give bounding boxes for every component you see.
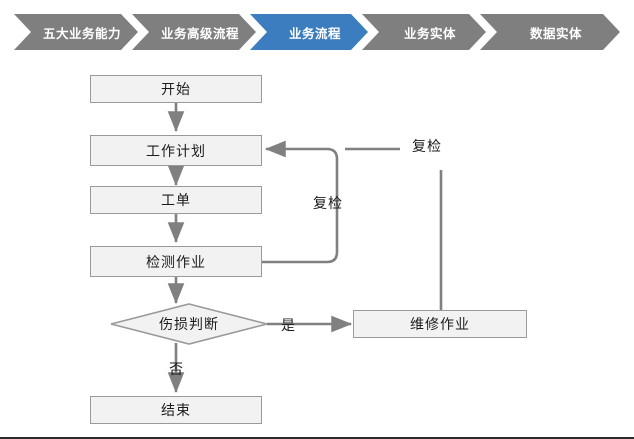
node-start-label: 开始 — [161, 81, 191, 97]
node-inspection[interactable]: 检测作业 — [90, 246, 262, 277]
edge-label-recheck-inspection: 复检 — [313, 195, 343, 211]
node-workorder[interactable]: 工单 — [90, 186, 262, 214]
edge-label-no: 否 — [169, 361, 184, 377]
node-start[interactable]: 开始 — [90, 75, 262, 103]
node-workorder-label: 工单 — [161, 192, 191, 208]
node-workplan-label: 工作计划 — [146, 142, 206, 159]
node-workplan[interactable]: 工作计划 — [90, 135, 262, 166]
edge-label-yes: 是 — [281, 317, 296, 333]
node-decision-label: 伤损判断 — [159, 316, 219, 332]
edge-label-recheck-repair: 复检 — [412, 138, 442, 154]
node-end[interactable]: 结束 — [90, 396, 262, 424]
diamond-shape — [110, 303, 268, 345]
node-repair-label: 维修作业 — [410, 316, 470, 332]
node-repair[interactable]: 维修作业 — [353, 310, 527, 338]
node-decision[interactable]: 伤损判断 — [110, 303, 268, 345]
node-end-label: 结束 — [161, 402, 191, 418]
node-inspection-label: 检测作业 — [146, 253, 206, 270]
